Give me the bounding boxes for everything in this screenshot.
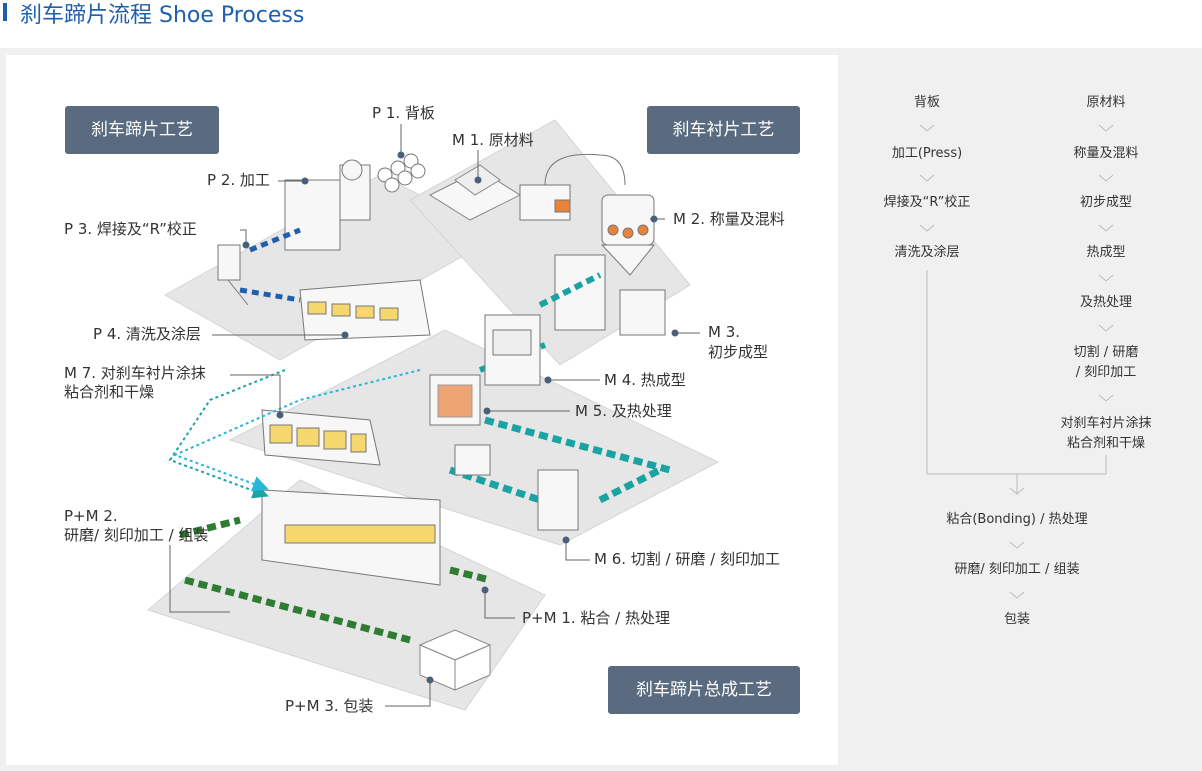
title-accent-bar	[3, 3, 7, 21]
assembly-process-section-label: 刹车蹄片总成工艺	[608, 666, 800, 714]
flow-right-item: 称量及混料	[1073, 146, 1139, 161]
coating-oven	[299, 279, 431, 341]
step-pm1-label: P+M 1. 粘合 / 热处理	[522, 609, 670, 627]
flow-right-item: 初步成型	[1079, 195, 1132, 210]
assembly-conveyor	[179, 516, 491, 644]
flow-left-item: 背板	[913, 95, 940, 110]
mixer-unit	[519, 153, 626, 221]
flow-right-item: / 刻印加工	[1075, 365, 1137, 380]
flow-left-item: 焊接及“R”校正	[883, 195, 971, 210]
flow-arrow-1	[168, 369, 286, 499]
step-p2-label: P 2. 加工	[207, 171, 270, 189]
flow-right-item: 切割 / 研磨	[1073, 345, 1139, 360]
step-m7-label-line1: M 7. 对刹车衬片涂抹	[64, 364, 206, 382]
welding-robot	[217, 244, 249, 306]
flow-right-item: 热成型	[1086, 245, 1126, 260]
step-p1-label: P 1. 背板	[372, 104, 435, 122]
step-m6-label: M 6. 切割 / 研磨 / 刻印加工	[594, 550, 780, 568]
step-m1-label: M 1. 原材料	[452, 131, 534, 149]
adhesive-dryer	[261, 409, 381, 466]
leader-dots	[242, 151, 679, 684]
step-m7-label-line2: 粘合剂和干燥	[64, 383, 155, 401]
bonding-oven	[261, 489, 441, 586]
step-pm2-label-line1: P+M 2.	[64, 507, 118, 525]
steel-coils	[377, 153, 426, 193]
step-pm2-label-line2: 研磨/ 刻印加工 / 组装	[64, 526, 209, 544]
package-boxes	[418, 629, 492, 691]
shoe-conveyor	[239, 227, 301, 303]
step-m3-label-line1: M 3.	[708, 323, 741, 341]
step-p4-label: P 4. 清洗及涂层	[93, 325, 201, 343]
lining-process-section-label: 刹车衬片工艺	[647, 106, 800, 154]
flow-merged-item: 粘合(Bonding) / 热处理	[946, 512, 1088, 527]
flow-merged-item: 研磨/ 刻印加工 / 组装	[954, 562, 1080, 577]
flow-merged-item: 包装	[1003, 612, 1030, 627]
grinding-machines	[454, 444, 579, 531]
flow-right-item: 对刹车衬片涂抹	[1060, 416, 1152, 431]
shoe-process-section-label: 刹车蹄片工艺	[65, 106, 219, 154]
step-m5-label: M 5. 及热处理	[575, 402, 672, 420]
step-p3-label: P 3. 焊接及“R”校正	[64, 220, 197, 238]
flow-right-item: 及热处理	[1079, 295, 1132, 310]
leader-lines	[169, 124, 700, 707]
step-m3-label-line2: 初步成型	[708, 343, 769, 361]
lining-lower-floor	[228, 329, 720, 546]
flowchart-connectors	[919, 124, 1114, 599]
step-m2-label: M 2. 称量及混料	[673, 210, 785, 228]
flow-left-item: 清洗及涂层	[894, 245, 960, 260]
page-title: 刹车蹄片流程 Shoe Process	[20, 3, 305, 28]
step-m4-label: M 4. 热成型	[604, 371, 686, 389]
flow-right-item: 粘合剂和干燥	[1066, 436, 1145, 451]
preform-machine	[554, 254, 666, 336]
step-pm3-label: P+M 3. 包装	[285, 697, 374, 715]
heat-treatment-furnace	[429, 374, 481, 426]
flow-left-item: 加工(Press)	[891, 146, 963, 161]
flow-right-item: 原材料	[1086, 95, 1126, 110]
flow-arrow-2	[172, 369, 421, 492]
hot-press	[484, 314, 541, 386]
press-machine	[284, 159, 371, 251]
page-header: 刹车蹄片流程 Shoe Process	[0, 0, 600, 30]
flowchart-panel	[840, 55, 1202, 771]
